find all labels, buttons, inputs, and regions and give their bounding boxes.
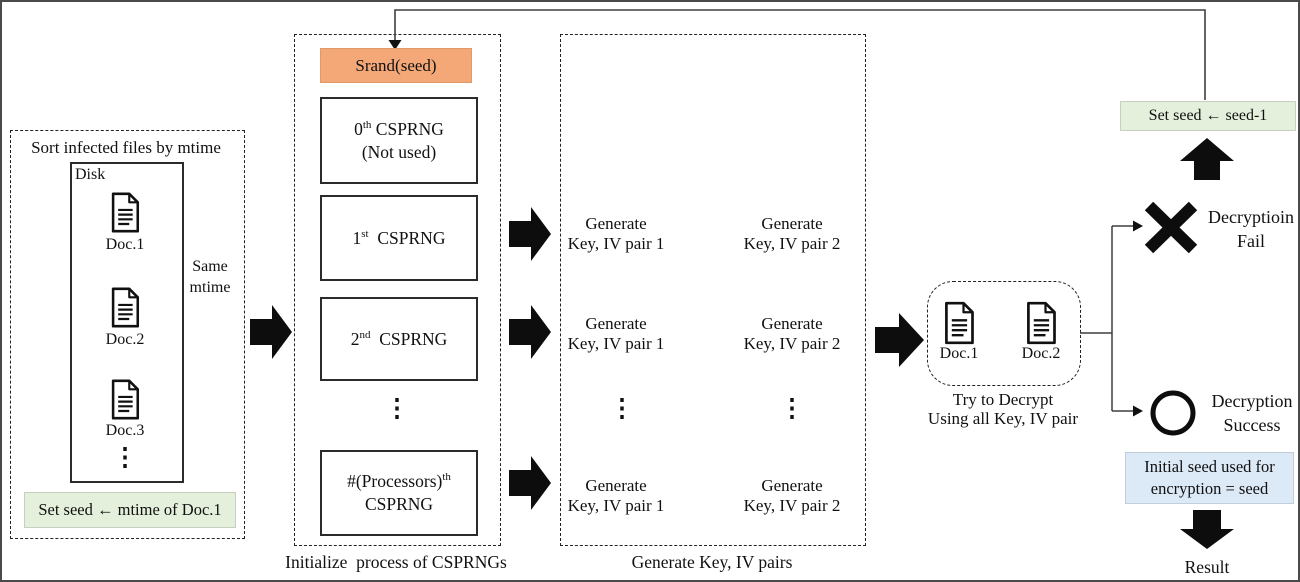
result-label: Result [1184,557,1230,577]
csprng-box-2: 2nd CSPRNG [320,297,478,381]
csprng-box-1: 1st CSPRNG [320,195,478,281]
arrow-fail-to-retry [1180,138,1234,180]
arrow-success-to-result [1180,510,1234,549]
csprng-0-line2: (Not used) [361,141,437,162]
arrow-init-to-generate-3 [509,456,551,510]
csprng-n-line1: #(Processors)th [347,471,451,491]
gen-row3-right: Generate Key, IV pair 2 [743,476,841,515]
decryption-success-label: Decryption Success [1211,391,1293,435]
doc3-label: Doc.3 [105,422,145,439]
decrypt-doc2-icon [1023,300,1059,346]
initial-seed-note: Initial seed used for encryption = seed [1125,452,1294,504]
sort-files-title: Sort infected files by mtime [31,138,221,157]
doc1-icon [108,190,142,235]
decrypt-doc1-label: Doc.1 [939,345,979,362]
arrow-generate-to-decrypt [875,313,924,367]
same-mtime-label: Same mtime [189,258,231,296]
doc2-icon [108,285,142,330]
csprng-n-line2: CSPRNG [364,494,434,514]
decryption-fail-label: Decryptioin Fail [1208,207,1294,251]
decrypt-doc2-label: Doc.2 [1021,345,1061,362]
csprng-2-line1: 2nd CSPRNG [350,328,448,349]
gen-row2-right: Generate Key, IV pair 2 [743,314,841,353]
fail-x-icon [1144,201,1198,254]
doc3-icon [108,377,142,422]
srand-seed-box: Srand(seed) [320,48,472,83]
gen-row3-left: Generate Key, IV pair 1 [567,476,665,515]
gen-row1-right: Generate Key, IV pair 2 [743,214,841,253]
csprng-box-0: 0th CSPRNG (Not used) [320,97,478,184]
arrow-sort-to-init [250,305,292,359]
arrow-init-to-generate-2 [509,305,551,359]
decrypt-doc1-icon [941,300,977,346]
set-seed-retry-note: Set seed ← seed-1 [1120,101,1296,131]
gen-row2-left: Generate Key, IV pair 1 [567,314,665,353]
gen-row1-left: Generate Key, IV pair 1 [567,214,665,253]
generate-keys-panel [560,34,866,546]
try-decrypt-caption: Try to Decrypt Using all Key, IV pair [927,390,1079,428]
arrow-init-to-generate-1 [509,207,551,261]
decision-branch-connector [1080,220,1143,417]
doc1-label: Doc.1 [105,236,145,253]
set-seed-mtime-note: Set seed ← mtime of Doc.1 [24,492,236,528]
doc2-label: Doc.2 [105,331,145,348]
csprng-0-line1: 0th CSPRNG [354,118,444,139]
csprng-1-line1: 1st CSPRNG [352,227,446,248]
feedback-loop-connector [388,9,1206,100]
sort-files-panel [10,130,245,539]
gen-left-ellipsis: ⋮ [609,395,635,422]
csprng-box-n: #(Processors)th CSPRNG [320,450,478,536]
success-circle-icon [1150,390,1196,436]
disk-label: Disk [75,166,106,183]
gen-right-ellipsis: ⋮ [779,395,805,422]
generate-panel-caption: Generate Key, IV pairs [631,552,793,572]
disk-more-docs-ellipsis: ⋮ [112,444,138,471]
init-csprng-panel [294,34,501,546]
init-panel-caption: Initialize process of CSPRNGs [285,552,507,572]
csprng-more-ellipsis: ⋮ [384,395,410,422]
